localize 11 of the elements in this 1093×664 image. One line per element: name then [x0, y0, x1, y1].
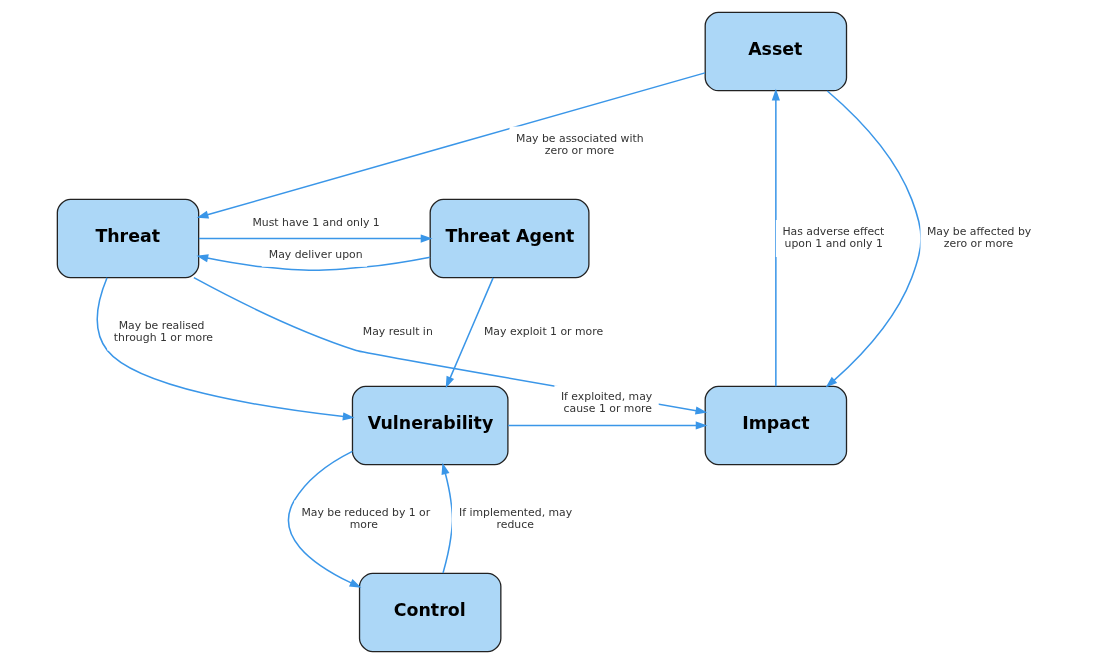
edge-label: Must have 1 and only 1: [252, 216, 380, 230]
edge-label: If exploited, may cause 1 or more: [560, 390, 653, 416]
edge-label: May be realised through 1 or more: [113, 318, 214, 344]
edge-label: May exploit 1 or more: [484, 325, 604, 339]
edge-label: May result in: [362, 325, 433, 339]
edge-label: May be reduced by 1 or more: [301, 505, 431, 531]
edge-label: If implemented, may reduce: [459, 505, 573, 531]
edge-label: May deliver upon: [268, 247, 363, 261]
edge-label: May be associated with zero or more: [516, 131, 644, 157]
edge-label: Has adverse effect upon 1 and only 1: [782, 225, 885, 251]
edge-label: May be affected by zero or more: [926, 225, 1032, 251]
